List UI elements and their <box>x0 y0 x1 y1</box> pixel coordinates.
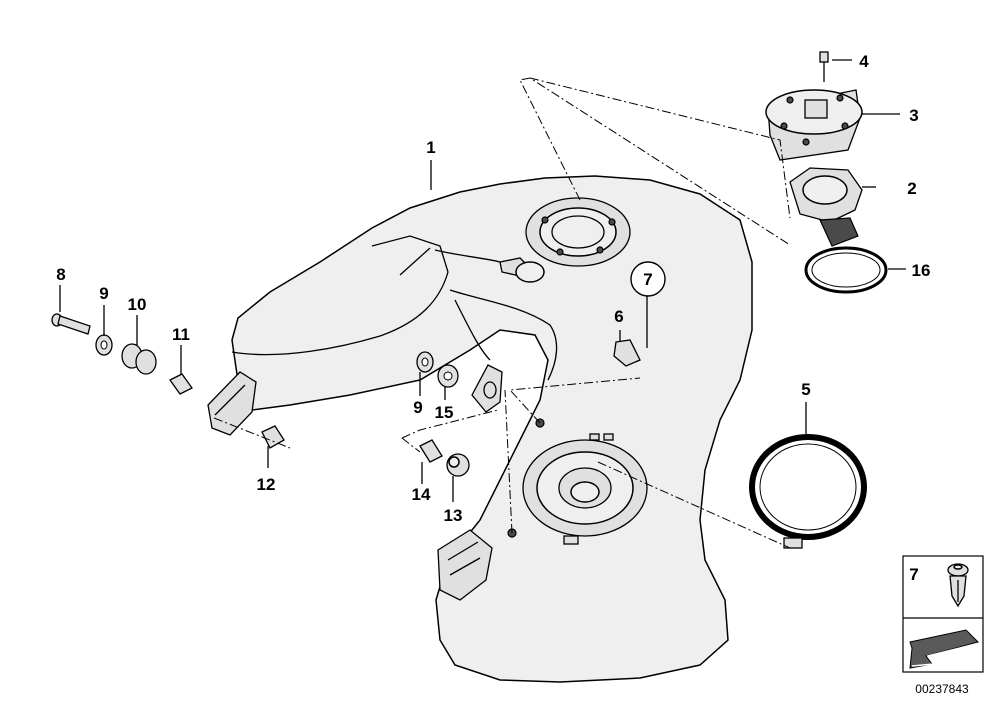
screw-left <box>51 313 91 335</box>
callout-12: 12 <box>257 475 276 494</box>
callout-labels: 1 2 3 4 5 6 7 8 9 9 10 11 12 13 14 15 16 <box>56 52 930 525</box>
expanding-rivet-icon <box>947 563 969 608</box>
rubber-mount <box>121 343 157 375</box>
filler-cap <box>765 89 863 161</box>
callout-7-circle <box>630 261 666 297</box>
callout-1: 1 <box>426 138 435 157</box>
callout-3: 3 <box>909 106 918 125</box>
callout-15: 15 <box>435 403 454 422</box>
spacer-sleeve <box>169 373 193 395</box>
assembly-lines <box>213 77 791 549</box>
callout-4: 4 <box>859 52 869 71</box>
washer-left <box>95 334 113 356</box>
ring-flange <box>789 167 863 247</box>
clip-mount <box>613 339 641 367</box>
callout-16: 16 <box>912 261 931 280</box>
arrow-icon <box>909 629 979 669</box>
callout-14: 14 <box>412 485 431 504</box>
fuel-tank <box>207 175 753 683</box>
callout-7: 7 <box>643 270 652 289</box>
callout-5: 5 <box>801 380 810 399</box>
callout-10: 10 <box>128 295 147 314</box>
callout-6: 6 <box>614 307 623 326</box>
gasket <box>804 246 888 294</box>
rubber-grommet <box>446 453 470 477</box>
rubber-bushing <box>437 364 459 388</box>
callout-2: 2 <box>907 179 916 198</box>
callout-8: 8 <box>56 265 65 284</box>
callout-13: 13 <box>444 506 463 525</box>
legend-number: 7 <box>909 565 918 584</box>
clamping-ring <box>749 434 867 549</box>
callout-9-left: 9 <box>99 284 108 303</box>
part-number: 00237843 <box>915 682 969 696</box>
callout-9-center: 9 <box>413 398 422 417</box>
clip-nut <box>261 425 285 449</box>
sleeve-center <box>419 439 443 463</box>
callout-11: 11 <box>172 325 190 344</box>
screw-top <box>819 51 829 82</box>
washer-center <box>416 351 434 373</box>
legend-box: 7 <box>902 555 984 673</box>
leader-lines <box>59 59 906 502</box>
